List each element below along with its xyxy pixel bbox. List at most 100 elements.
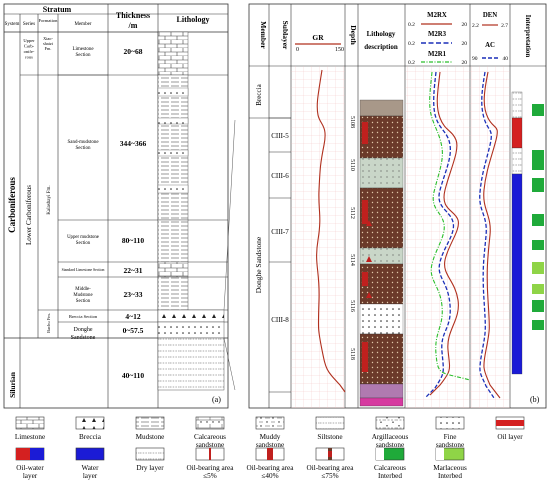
thickness-middle-mudstone: 23~33 — [124, 290, 143, 299]
system-header: System — [5, 22, 20, 27]
thickness-unit: /m — [128, 21, 138, 30]
legend-label: Breccia — [79, 433, 102, 441]
member-breccia-b: Breccia — [255, 83, 263, 105]
panel-a-label: (a) — [212, 395, 221, 404]
formation-bachu: Bachu Fm. — [46, 313, 51, 333]
panel-b: Member Sublayer Depth Lithology descript… — [248, 3, 547, 409]
formation-kalashayi: Kalashayi Fm. — [47, 185, 52, 214]
siltstone-swatch-icon — [315, 416, 345, 430]
m2r1-min: 0.2 — [408, 60, 415, 66]
thickness-limestone: 20~68 — [124, 47, 143, 56]
litho-limestone — [157, 31, 189, 76]
legend-item-breccia: Breccia — [75, 416, 105, 441]
depth-5112: 5112 — [349, 207, 355, 219]
interpretation-column — [511, 91, 544, 375]
depth-5116: 5116 — [349, 300, 355, 312]
legend-item-dry-layer: Dry layer — [135, 447, 165, 472]
legend-item-oil-bearing-40: Oil-bearing area≤40% — [247, 447, 295, 480]
mudstone-swatch-icon — [135, 416, 165, 430]
legend-label: Oil-bearing area≤40% — [247, 464, 295, 480]
series-header: Series — [23, 22, 35, 27]
lithology-col-title: Lithology — [367, 30, 396, 38]
ac-max: 40 — [503, 56, 509, 62]
m2r3-min: 0.2 — [408, 41, 415, 47]
thickness-breccia: 4~12 — [125, 312, 140, 321]
m2r1-curve — [429, 71, 471, 381]
den-max: 2.7 — [501, 23, 508, 29]
legend-item-oil-bearing-75: Oil-bearing area≤75% — [307, 447, 355, 480]
legend-label: Oil-bearing area≤75% — [307, 464, 355, 480]
thickness-sand-mudstone: 344~366 — [120, 139, 147, 148]
fine-sandstone-swatch-icon — [435, 416, 465, 430]
sublayer-col-header: Sublayer — [281, 21, 290, 50]
legend-label: Limestone — [15, 433, 45, 441]
gr-curve-name: GR — [312, 33, 324, 42]
legend-item-siltstone: Siltstone — [315, 416, 345, 441]
m2rx-curve — [429, 71, 459, 396]
litho-standard-limestone — [157, 261, 189, 278]
legend-item-oil-layer: Oil layer — [495, 416, 525, 441]
lithology-header: Lithology — [177, 15, 210, 24]
system-carboniferous: Carboniferous — [7, 177, 17, 233]
lithology-col-subtitle: description — [364, 43, 398, 51]
den-min: 2.2 — [472, 23, 479, 29]
den-curve — [483, 71, 501, 399]
litho-upper-mudstone — [157, 219, 189, 263]
gr-min: 0 — [296, 47, 299, 53]
depth-col-header: Depth — [349, 25, 358, 45]
water-layer-swatch-icon — [75, 447, 105, 461]
interpretation-col-header: Interpretation — [524, 15, 532, 58]
stratum-header: Stratum — [43, 5, 72, 14]
muddy-sandstone-swatch-icon — [255, 416, 285, 430]
resistivity-track — [405, 66, 470, 408]
depth-5118: 5118 — [349, 348, 355, 360]
system-silurian: Silurian — [8, 371, 17, 398]
ac-min: 90 — [472, 56, 478, 62]
m2r3-curve — [424, 71, 455, 399]
breccia-swatch-icon — [75, 416, 105, 430]
depth-5114: 5114 — [349, 254, 355, 266]
depth-5108: 5108 — [349, 116, 355, 128]
argillaceous-sandstone-swatch-icon — [375, 416, 405, 430]
thickness-silurian: 40~110 — [122, 371, 144, 380]
litho-donghe — [157, 321, 225, 339]
member-header: Member — [75, 22, 92, 27]
legend-label: Mudstone — [136, 433, 165, 441]
limestone-swatch-icon — [15, 416, 45, 430]
series-lower-carboniferous: Lower Carboniferous — [25, 185, 33, 245]
lithology-description-column — [359, 99, 404, 407]
connector-top — [223, 119, 236, 311]
panel-b-label: (b) — [530, 395, 540, 404]
litho-breccia — [157, 309, 225, 323]
member-donghe-b: Donghe Sandstone — [254, 236, 263, 293]
sublayer-ciii-5: CIII-5 — [271, 132, 289, 140]
litho-middle-mudstone — [157, 276, 189, 311]
legend-item-limestone: Limestone — [15, 416, 45, 441]
thickness-donghe: 0~57.5 — [123, 326, 144, 335]
litho-silurian — [157, 337, 225, 391]
formation-header: Formation — [39, 18, 58, 23]
member-breccia: Breccia Section — [69, 314, 98, 319]
member-col-header: Member — [259, 21, 268, 49]
m2r1-max: 20 — [462, 60, 468, 66]
m2r3-curve-name: M2R3 — [428, 31, 447, 38]
